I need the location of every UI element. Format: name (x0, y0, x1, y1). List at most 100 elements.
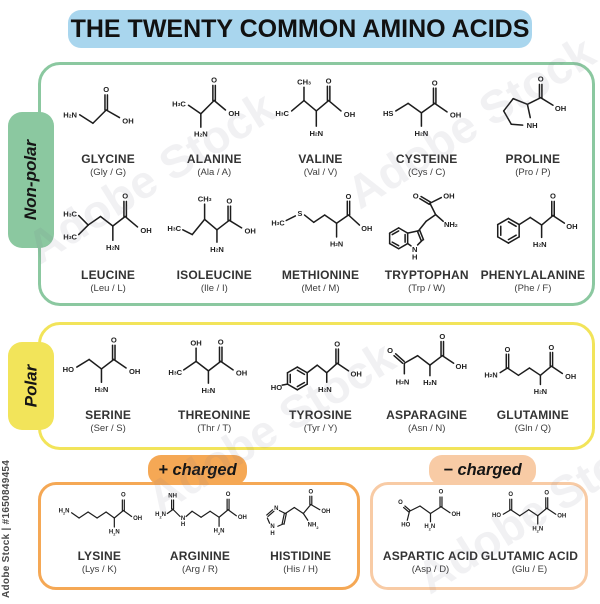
svg-text:N: N (181, 516, 185, 522)
acid-abbreviation: (Cys / C) (407, 167, 446, 178)
svg-text:OH: OH (129, 366, 140, 375)
nonpolar-section-label: Non-polar (21, 139, 40, 221)
acid-abbreviation: (Met / M) (301, 282, 340, 294)
acid-abbreviation: (Asn / N) (407, 423, 446, 434)
stock-watermark-id: Adobe Stock | #1650849454 (1, 459, 12, 598)
polar-section-tag: Polar (8, 342, 54, 430)
positive-charged-tag: + charged (148, 455, 247, 485)
acid-abbreviation: (Tyr / Y) (303, 423, 338, 434)
svg-text:OH: OH (557, 514, 566, 520)
svg-text:O: O (122, 191, 128, 200)
svg-text:O: O (218, 337, 224, 346)
acid-name: ISOLEUCINE (176, 267, 252, 282)
svg-text:O: O (550, 191, 556, 200)
svg-text:O: O (227, 195, 233, 204)
acid-name: ASPARTIC ACID (382, 549, 479, 563)
svg-text:O: O (431, 78, 437, 87)
svg-text:NH2: NH2 (444, 219, 458, 228)
svg-text:H2N: H2N (106, 242, 120, 251)
svg-text:H3C: H3C (63, 209, 77, 218)
svg-text:H: H (271, 531, 275, 537)
acid-abbreviation: (Trp / W) (408, 282, 446, 294)
svg-text:H2N: H2N (414, 128, 428, 137)
acid-name: GLUTAMINE (496, 408, 570, 422)
acid-abbreviation: (Thr / T) (197, 423, 232, 434)
svg-text:OH: OH (362, 223, 373, 232)
acid-abbreviation: (Glu / E) (511, 564, 548, 575)
svg-text:H2N: H2N (423, 378, 437, 387)
svg-text:OH: OH (344, 109, 355, 118)
acid-name: CYSTEINE (395, 152, 458, 166)
svg-text:NH: NH (168, 493, 177, 499)
acid-abbreviation: (Lys / K) (81, 564, 117, 575)
acid-abbreviation: (Arg / R) (182, 564, 218, 575)
acid-abbreviation: (Phe / F) (514, 282, 552, 294)
svg-text:H2N: H2N (194, 129, 208, 138)
svg-text:OH: OH (566, 221, 577, 230)
svg-text:CH3: CH3 (198, 194, 212, 203)
svg-text:O: O (548, 342, 554, 351)
svg-text:H2N: H2N (59, 508, 70, 515)
acid-name: GLUTAMIC ACID (480, 549, 579, 563)
acid-card-leucine: H3C H3C H2N O OH LEUCINE(Leu / L) (55, 185, 161, 301)
acid-name: ALANINE (186, 152, 242, 166)
svg-text:OH: OH (443, 191, 454, 200)
acid-abbreviation: (Leu / L) (90, 282, 126, 294)
acid-abbreviation: (Pro / P) (515, 167, 551, 178)
svg-text:H3C: H3C (172, 99, 186, 108)
svg-text:H3C: H3C (169, 367, 183, 376)
svg-text:O: O (412, 191, 418, 200)
svg-text:O: O (439, 331, 445, 340)
acid-abbreviation: (Ile / I) (200, 282, 228, 294)
svg-text:HO: HO (401, 523, 410, 529)
negative-charged-tag: − charged (429, 455, 536, 485)
svg-text:O: O (335, 339, 341, 348)
acid-name: SERINE (85, 408, 132, 422)
acid-abbreviation: (Gln / Q) (514, 423, 552, 434)
svg-text:H2N: H2N (395, 377, 409, 386)
svg-text:O: O (103, 85, 109, 94)
page-title: THE TWENTY COMMON AMINO ACIDS (68, 10, 532, 48)
svg-text:HO: HO (271, 382, 282, 391)
acid-abbreviation: (Asp / D) (411, 564, 450, 575)
svg-text:H3C: H3C (63, 231, 77, 240)
svg-text:H2N: H2N (213, 529, 224, 536)
svg-text:NH: NH (526, 121, 537, 130)
svg-text:O: O (309, 490, 314, 496)
svg-text:OH: OH (140, 225, 151, 234)
acid-name: LEUCINE (81, 267, 136, 282)
svg-text:O: O (326, 76, 332, 85)
svg-text:OH: OH (322, 509, 331, 515)
svg-text:HO: HO (63, 364, 74, 373)
svg-text:OH: OH (455, 362, 466, 371)
acid-abbreviation: (His / H) (283, 564, 319, 575)
acid-name: GLYCINE (81, 152, 135, 166)
svg-text:H2N: H2N (63, 110, 77, 119)
svg-text:N: N (274, 506, 278, 512)
